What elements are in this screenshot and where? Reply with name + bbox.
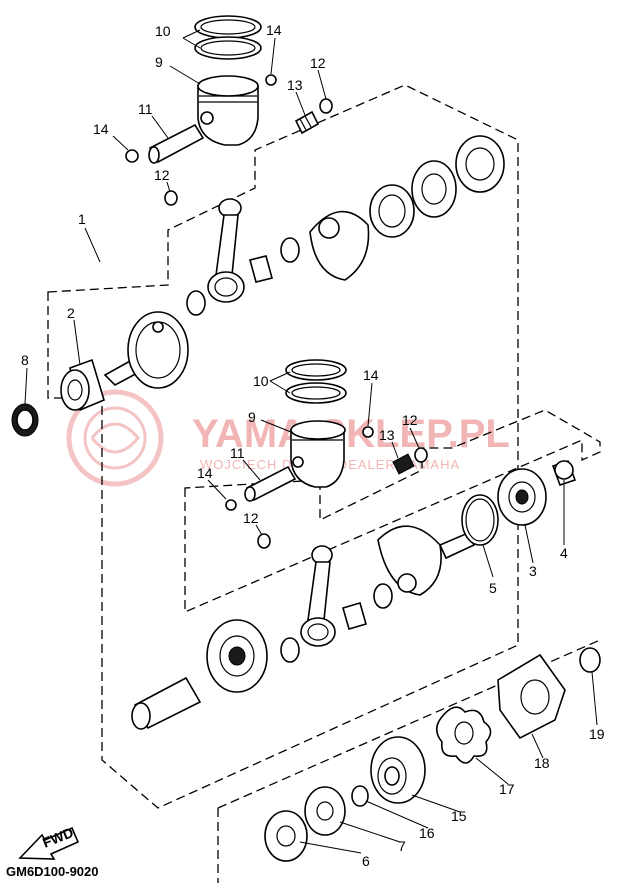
forward-arrow-icon: FWD <box>18 824 80 860</box>
callout-13-top: 13 <box>287 77 303 93</box>
needle-bearing-top <box>294 110 320 135</box>
callout-12-top-b: 12 <box>154 167 170 183</box>
callout-11-mid: 11 <box>230 445 245 461</box>
callout-13-mid: 13 <box>379 427 395 443</box>
washer-top-right <box>319 98 333 114</box>
needle-bearing-mid <box>392 453 415 475</box>
callout-8: 8 <box>21 352 29 368</box>
callout-12-mid-a: 12 <box>402 412 418 428</box>
sleeve-upper <box>249 255 273 283</box>
clip-mid-left <box>225 499 237 511</box>
roller-cylinder <box>131 676 202 730</box>
callout-1: 1 <box>78 211 86 227</box>
crank-web-mid <box>377 525 476 596</box>
assembly-outline-bottom <box>217 639 601 883</box>
washer-6 <box>264 810 308 862</box>
piston-ring-mid <box>285 359 347 404</box>
piston-ring-top <box>194 15 262 60</box>
callout-17: 17 <box>499 781 515 797</box>
callout-14-top-b: 14 <box>93 121 109 137</box>
spacer-mid <box>373 583 393 609</box>
piston-pin-mid <box>244 465 297 502</box>
piston-top <box>197 75 259 146</box>
clip-top-left <box>125 149 139 163</box>
callout-3: 3 <box>529 563 537 579</box>
clip-mid-right <box>362 426 374 438</box>
oil-seal-8 <box>11 403 39 437</box>
callout-14-top-a: 14 <box>266 22 282 38</box>
callout-9-top: 9 <box>155 54 163 70</box>
bearing-2 <box>60 358 105 412</box>
bearing-3 <box>497 468 547 526</box>
coupling-15 <box>370 736 426 804</box>
callout-12-mid-b: 12 <box>243 510 259 526</box>
crank-web-upper-left <box>103 311 189 389</box>
callout-4: 4 <box>560 545 568 561</box>
callout-10-mid: 10 <box>253 373 269 389</box>
spacer-mid-2 <box>280 637 300 663</box>
leader-lines <box>24 29 598 854</box>
clip-top-right <box>265 74 277 86</box>
connecting-rod-mid <box>300 545 336 647</box>
callout-7: 7 <box>398 838 406 854</box>
callout-12-top-a: 12 <box>310 55 326 71</box>
watermark-main-text: YAMA-SKLEP.PL <box>192 412 510 456</box>
callout-14-mid-b: 14 <box>197 465 213 481</box>
sleeve-mid <box>342 602 367 630</box>
callout-14-mid-a: 14 <box>363 367 379 383</box>
callout-numbers: 1 2 3 4 5 6 7 8 9 9 10 10 11 11 12 12 12… <box>21 22 605 869</box>
bearing-mid-left <box>206 619 268 693</box>
washer-top-left <box>164 190 178 206</box>
callout-2: 2 <box>67 305 75 321</box>
diagram-code: GM6D100-9020 <box>6 864 99 879</box>
connecting-rod-top <box>207 198 245 303</box>
damper-17 <box>435 706 492 764</box>
callout-6: 6 <box>362 853 370 869</box>
washer-19 <box>579 647 601 673</box>
callout-11-top: 11 <box>138 101 153 117</box>
callout-19: 19 <box>589 726 605 742</box>
bearing-upper-2 <box>411 160 457 218</box>
callout-5: 5 <box>489 580 497 596</box>
crank-web-upper-right <box>309 210 370 281</box>
snap-ring-5 <box>461 494 499 546</box>
bushing-4 <box>551 459 577 487</box>
callout-9-mid: 9 <box>248 409 256 425</box>
callout-18: 18 <box>534 755 550 771</box>
callout-10-top: 10 <box>155 23 171 39</box>
washer-mid-left <box>257 533 271 549</box>
washer-mid-right <box>414 447 428 463</box>
washer-7 <box>304 786 346 836</box>
watermark: YAMA-SKLEP.PL WOJCIECH DMÓŻ | DEALER YAM… <box>66 389 510 487</box>
spacer-upper-2 <box>280 237 300 263</box>
bearing-upper-1 <box>369 184 415 238</box>
coupling-18 <box>497 653 566 740</box>
piston-pin-top <box>148 123 205 164</box>
callout-16: 16 <box>419 825 435 841</box>
piston-mid <box>290 420 346 488</box>
spacer-upper-1 <box>186 290 206 316</box>
washer-16 <box>351 785 369 807</box>
bearing-upper-3 <box>455 135 505 193</box>
callout-15: 15 <box>451 808 467 824</box>
